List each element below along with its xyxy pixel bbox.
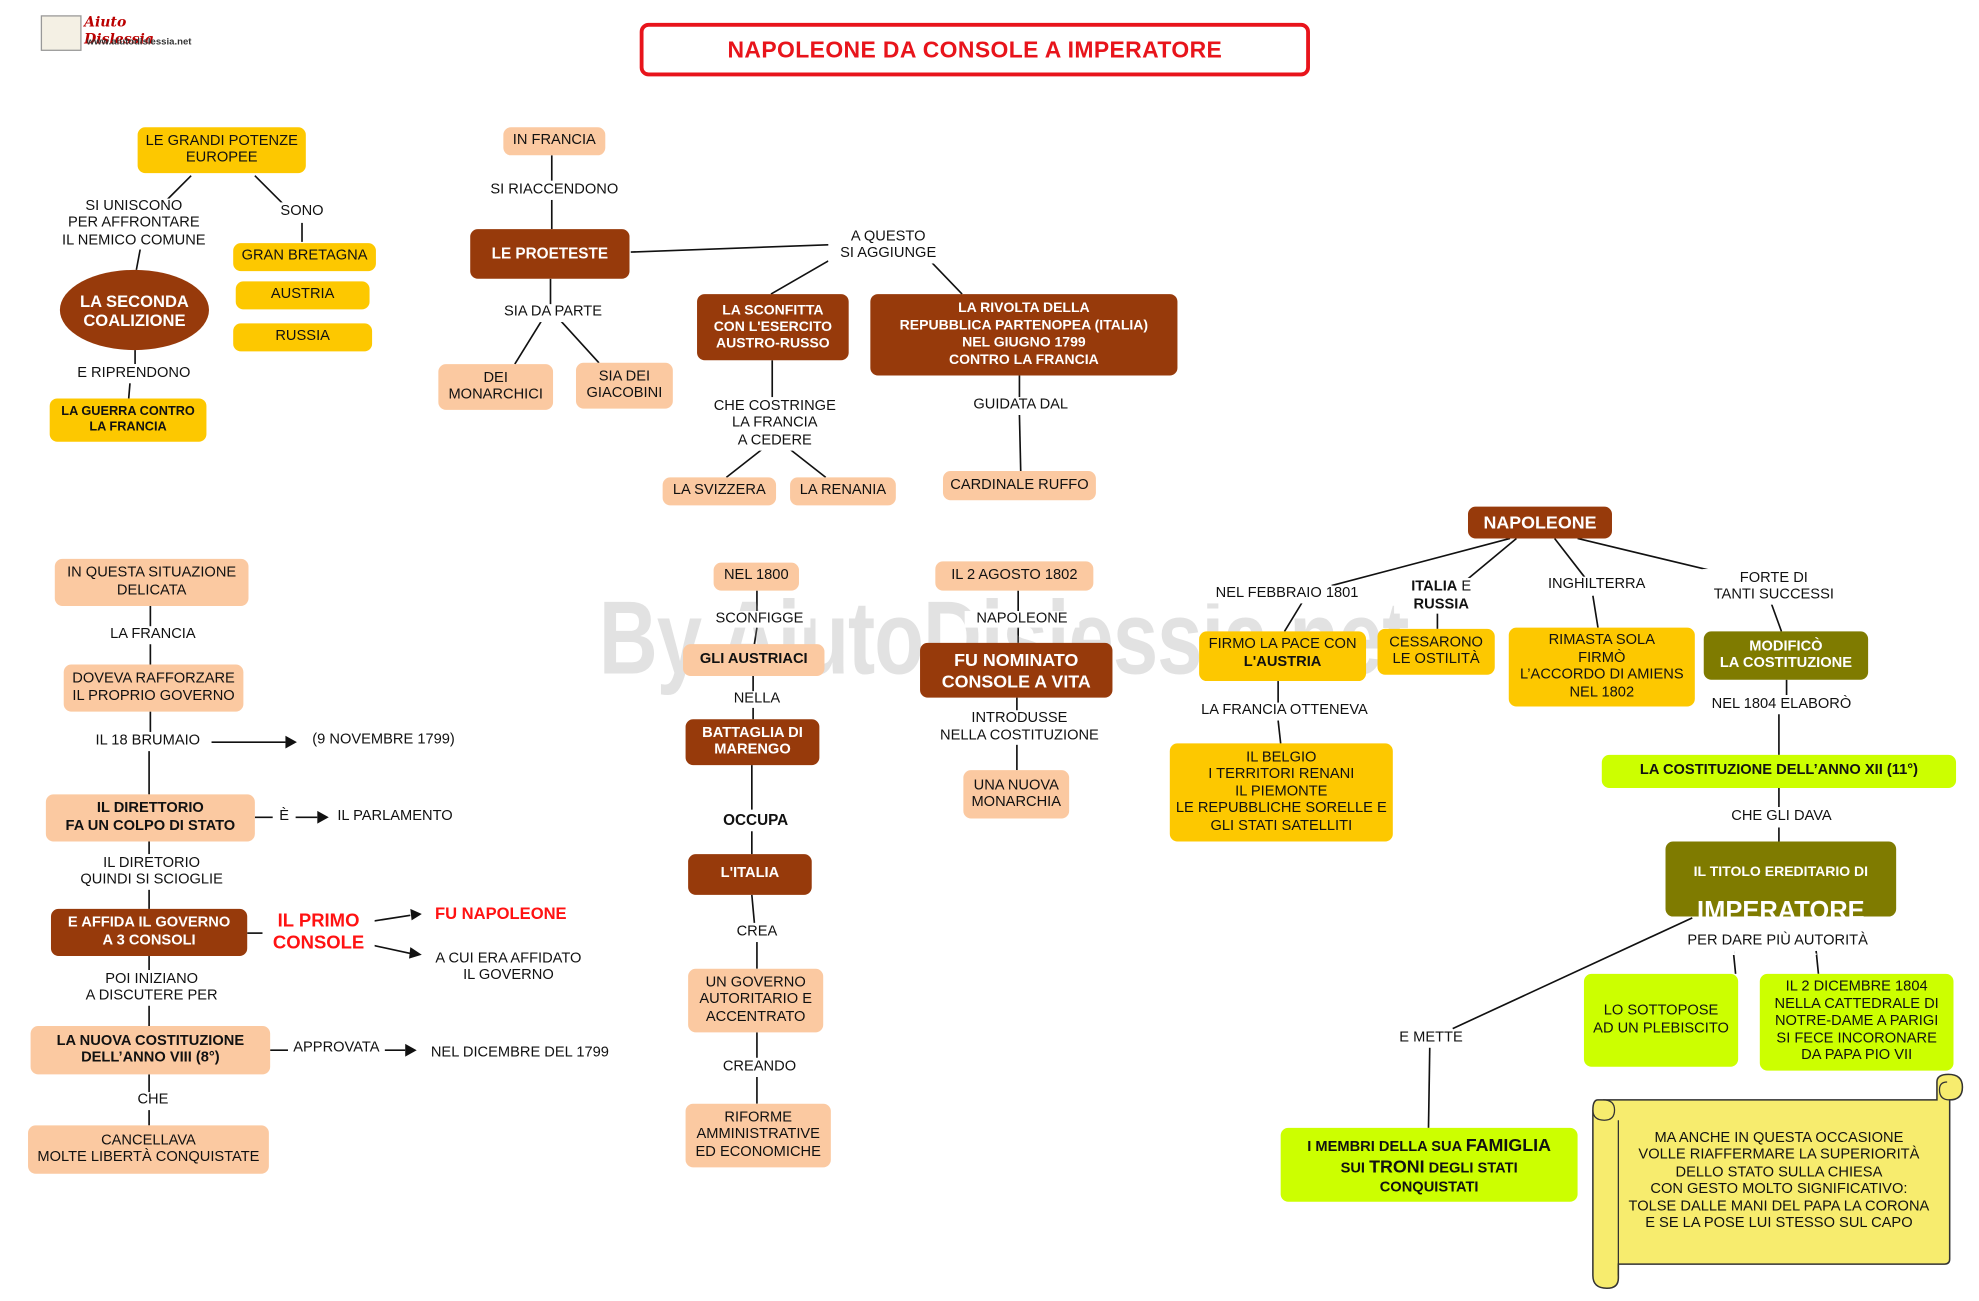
label-occupa: OCCUPA	[711, 810, 801, 832]
book-icon	[40, 15, 82, 51]
node-governo-autoritario: UN GOVERNO AUTORITARIO E ACCENTRATO	[688, 968, 824, 1033]
node-cancellava: CANCELLAVA MOLTE LIBERTÀ CONQUISTATE	[28, 1125, 269, 1174]
node-plebiscito: LO SOTTOPOSE AD UN PLEBISCITO	[1583, 973, 1739, 1067]
node-monarchici: DEI MONARCHICI	[438, 364, 554, 410]
label-inghilterra: INGHILTERRA	[1536, 576, 1657, 595]
label-sono: SONO	[270, 202, 334, 223]
node-giacobini: SIA DEI GIACOBINI	[575, 362, 673, 409]
label-e-riprendono: E RIPRENDONO	[71, 364, 197, 384]
node-guerra-francia: LA GUERRA CONTRO LA FRANCIA	[49, 398, 207, 442]
node-in-francia: IN FRANCIA	[503, 127, 606, 156]
label-napoleone-small: NAPOLEONE	[964, 611, 1080, 628]
node-agosto-1802: IL 2 AGOSTO 1802	[935, 561, 1094, 591]
scroll-shape	[1592, 1073, 1964, 1290]
label-sia-da-parte: SIA DA PARTE	[491, 304, 615, 323]
node-console-vita: FU NOMINATO CONSOLE A VITA	[920, 642, 1113, 698]
label-forte-di: FORTE DI TANTI SUCCESSI	[1702, 569, 1846, 605]
node-svizzera: LA SVIZZERA	[662, 477, 777, 506]
label-francia-otteneva: LA FRANCIA OTTENEVA	[1190, 702, 1379, 721]
label-si-uniscono: SI UNISCONO PER AFFRONTARE IL NEMICO COM…	[56, 198, 212, 250]
label-18-brumaio: IL 18 BRUMAIO	[84, 731, 212, 752]
label-nel-1804: NEL 1804 ELABORÒ	[1697, 695, 1866, 715]
node-riforme: RIFORME AMMINISTRATIVE ED ECONOMICHE	[685, 1103, 831, 1168]
node-situazione: IN QUESTA SITUAZIONE DELICATA	[54, 558, 249, 606]
node-affida: E AFFIDA IL GOVERNO A 3 CONSOLI	[50, 908, 248, 957]
label-nel-dicembre: NEL DICEMBRE DEL 1799	[420, 1043, 620, 1063]
scroll-note-text: MA ANCHE IN QUESTA OCCASIONE VOLLE RIAFF…	[1628, 1129, 1930, 1231]
label-crea: CREA	[726, 922, 788, 943]
page-title: NAPOLEONE DA CONSOLE A IMPERATORE	[639, 22, 1310, 77]
label-e-mette: E METTE	[1391, 1029, 1471, 1048]
node-grandi-potenze: LE GRANDI POTENZE EUROPEE	[137, 127, 306, 174]
label-nella: NELLA	[723, 691, 791, 708]
node-rafforzare: DOVEVA RAFFORZARE IL PROPRIO GOVERNO	[63, 664, 244, 712]
label-che-costringe: CHE COSTRINGE LA FRANCIA A CEDERE	[702, 397, 848, 451]
label-a-cui: A CUI ERA AFFIDATO IL GOVERNO	[423, 949, 594, 986]
label-che-gli-dava: CHE GLI DAVA	[1715, 807, 1848, 828]
label-poi-iniziano: POI INIZIANO A DISCUTERE PER	[76, 970, 227, 1006]
node-monarchia: UNA NUOVA MONARCHIA	[963, 770, 1070, 819]
node-modifico: MODIFICÒ LA COSTITUZIONE	[1703, 631, 1869, 680]
node-marengo: BATTAGLIA DI MARENGO	[685, 719, 820, 766]
label-nel-febbraio: NEL FEBBRAIO 1801	[1202, 585, 1372, 604]
node-napoleone: NAPOLEONE	[1467, 506, 1612, 539]
label-direttorio-scioglie: IL DIRETORIO QUINDI SI SCIOGLIE	[66, 854, 238, 890]
label-primo-console: IL PRIMO CONSOLE	[262, 911, 375, 955]
node-belgio: IL BELGIO I TERRITORI RENANI IL PIEMONTE…	[1169, 743, 1393, 842]
label-si-riaccendono: SI RIACCENDONO	[481, 180, 627, 200]
node-seconda-coalizione: LA SECONDA COALIZIONE	[59, 269, 209, 351]
node-direttorio: IL DIRETTORIO FA UN COLPO DI STATO	[45, 794, 255, 842]
node-renania: LA RENANIA	[790, 477, 896, 506]
node-amiens: RIMASTA SOLA FIRMÒ L’ACCORDO DI AMIENS N…	[1508, 627, 1695, 707]
node-rivolta: LA RIVOLTA DELLA REPUBBLICA PARTENOPEA (…	[870, 294, 1178, 376]
label-introdusse: INTRODUSSE NELLA COSTITUZIONE	[925, 710, 1114, 745]
label-fu-napoleone: FU NAPOLEONE	[421, 903, 580, 925]
node-ostilita: CESSARONO LE OSTILITÀ	[1377, 628, 1495, 675]
node-russia: RUSSIA	[233, 323, 373, 352]
label-che: CHE	[131, 1092, 175, 1111]
node-austria: AUSTRIA	[235, 281, 370, 310]
label-la-francia: LA FRANCIA	[101, 626, 204, 645]
label-e-accent: È	[272, 808, 296, 827]
label-approvata: APPROVATA	[287, 1040, 385, 1058]
node-costituzione-viii: LA NUOVA COSTITUZIONE DELL’ANNO VIII (8°…	[30, 1026, 271, 1075]
node-proteste: LE PROETESTE	[470, 229, 630, 279]
label-guidata-dal: GUIDATA DAL	[958, 397, 1084, 415]
node-sconfitta: LA SCONFITTA CON L'ESERCITO AUSTRO-RUSSO	[697, 294, 849, 361]
node-dicembre-1804: IL 2 DICEMBRE 1804 NELLA CATTEDRALE DI N…	[1759, 973, 1954, 1071]
site-logo[interactable]: Aiuto Dislessia www.aiutodislessia.net	[40, 13, 200, 51]
node-costituzione-xii: LA COSTITUZIONE DELL’ANNO XII (11°)	[1601, 754, 1957, 788]
node-italia: L'ITALIA	[688, 854, 812, 895]
label-9-novembre: (9 NOVEMBRE 1799)	[300, 730, 467, 750]
label-per-dare: PER DARE PIÙ AUTORITÀ	[1676, 933, 1879, 951]
node-titolo-imperatore: IL TITOLO EREDITARIO DI IMPERATORE DEI F…	[1665, 841, 1897, 958]
label-creando: CREANDO	[713, 1057, 806, 1077]
node-austriaci: GLI AUSTRIACI	[683, 644, 825, 676]
node-nel-1800: NEL 1800	[713, 562, 799, 591]
label-a-questo: A QUESTO SI AGGIUNGE	[828, 227, 949, 264]
node-ruffo: CARDINALE RUFFO	[942, 471, 1096, 501]
label-il-parlamento: IL PARLAMENTO	[330, 808, 461, 827]
label-sconfigge: SCONFIGGE	[708, 611, 811, 628]
node-gran-bretagna: GRAN BRETAGNA	[233, 243, 376, 272]
